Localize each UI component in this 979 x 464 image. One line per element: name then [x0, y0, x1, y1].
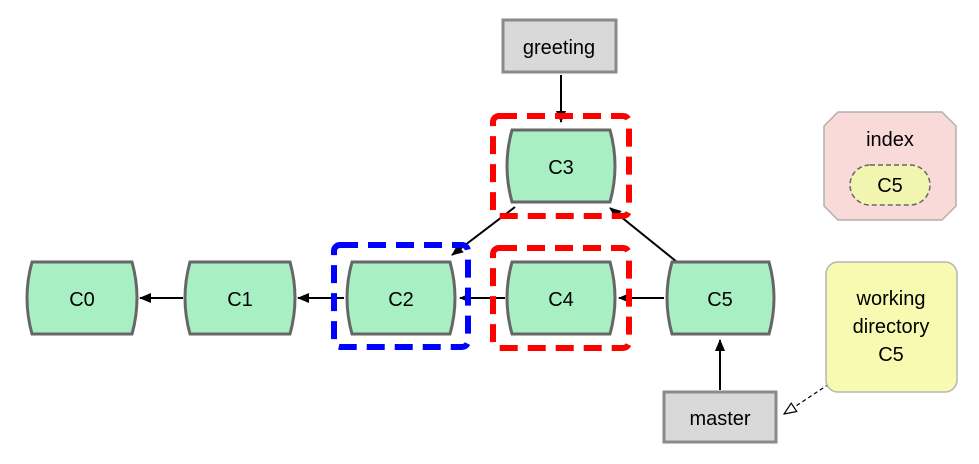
- commit-c0: C0: [25, 260, 139, 336]
- highlight-box-c2: [331, 242, 471, 350]
- branch-greeting: greeting: [501, 18, 618, 74]
- working-directory-line3: C5: [878, 344, 904, 366]
- commit-c4-label: C4: [548, 289, 574, 311]
- commit-c1-shape: [183, 260, 297, 336]
- commit-c4: C4: [505, 260, 617, 336]
- highlight-box-c4: [490, 245, 632, 351]
- index-entry-label: C5: [877, 175, 903, 197]
- commit-links: [139, 75, 830, 414]
- working-directory-line1: working: [856, 288, 926, 310]
- commit-c0-label: C0: [69, 289, 95, 311]
- working-directory-box: [825, 261, 958, 393]
- commit-c0-shape: [25, 260, 139, 336]
- commit-c2-label: C2: [388, 289, 414, 311]
- highlight-box-c3: [490, 113, 632, 219]
- index-panel: index C5: [823, 111, 957, 221]
- index-title: index: [866, 129, 914, 151]
- branch-master-label: master: [689, 408, 750, 430]
- commit-c5-label: C5: [707, 289, 733, 311]
- branch-greeting-box: [501, 18, 618, 74]
- commit-c5: C5: [665, 260, 776, 336]
- branch-greeting-label: greeting: [523, 37, 595, 59]
- commit-c5-shape: [665, 260, 776, 336]
- commit-c3-label: C3: [548, 157, 574, 179]
- commit-c3: C3: [505, 128, 617, 204]
- arrow-workdir-to-master: [784, 383, 830, 414]
- commit-c4-shape: [505, 260, 617, 336]
- commit-c1-label: C1: [227, 289, 253, 311]
- branch-master: master: [662, 390, 778, 444]
- commit-c2-shape: [345, 260, 457, 336]
- commit-c1: C1: [183, 260, 297, 336]
- commit-c2: C2: [345, 260, 457, 336]
- working-directory-panel: working directory C5: [825, 261, 958, 393]
- index-entry-box: [849, 164, 931, 206]
- working-directory-line2: directory: [853, 316, 930, 338]
- commit-c3-shape: [505, 128, 617, 204]
- branch-master-box: [662, 390, 778, 444]
